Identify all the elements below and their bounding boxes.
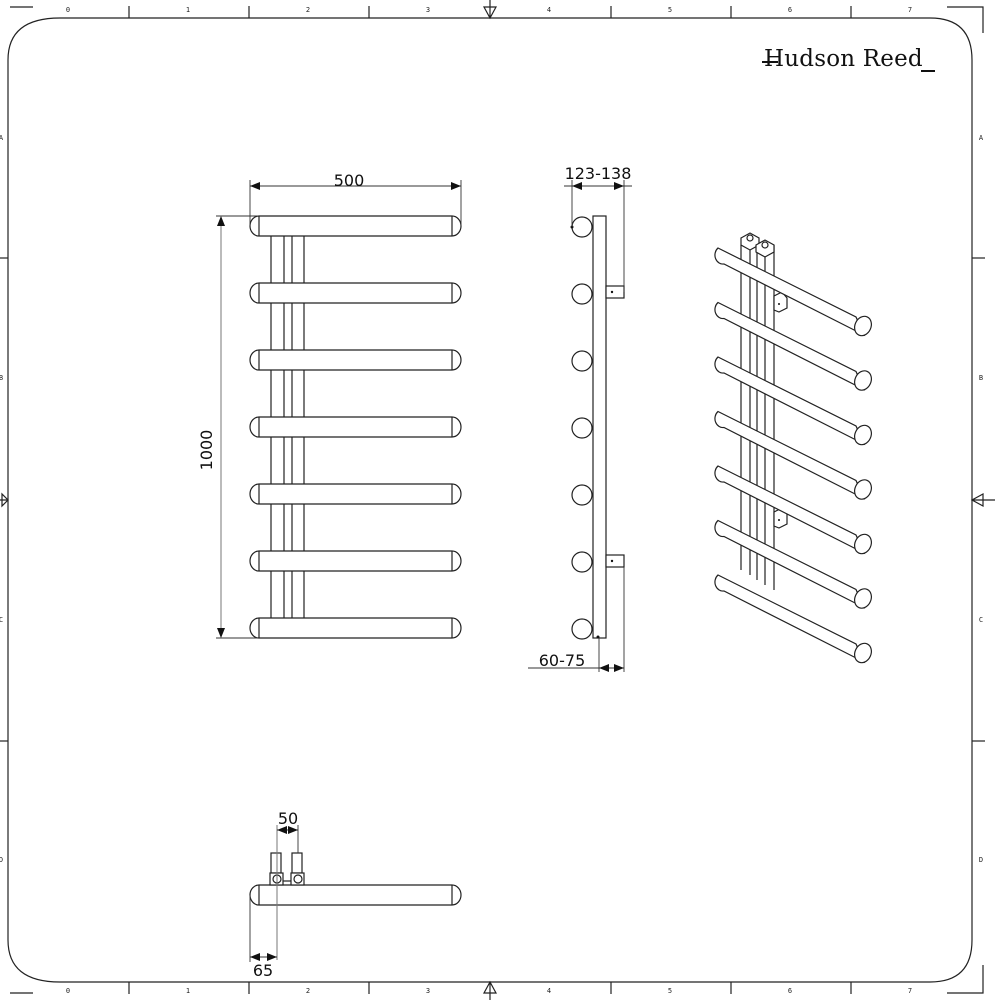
bar-section [571,283,593,305]
column-ticks-bottom: 0 1 2 3 4 5 6 7 [66,982,912,995]
iso-towel-bar [714,301,872,391]
row-label: A [0,134,4,142]
center-mark-bottom-icon [482,980,498,1000]
side-view: 123-138 60-75 [528,164,632,672]
bar-section [571,618,593,640]
column-label: 5 [668,6,672,14]
logo-dash-left [762,61,778,63]
valve-spacing-label: 50 [278,809,298,828]
wall-gap-dimension-label: 60-75 [539,651,586,670]
towel-bar [249,483,462,505]
column-label: 6 [788,6,792,14]
row-label: B [0,374,3,382]
logo-dash-right [920,70,935,72]
width-dimension-label: 500 [334,171,365,190]
bar-section [571,350,593,372]
iso-towel-bar [714,356,872,446]
brand-name: Hudson Reed [764,46,923,72]
column-label: 4 [547,6,551,14]
column-label: 3 [426,6,430,14]
column-label: 7 [908,6,912,14]
column-label: 2 [306,987,310,995]
towel-bar [249,416,462,438]
column-label: 5 [668,987,672,995]
column-label: 3 [426,987,430,995]
center-mark-top-icon [482,0,498,20]
column-label: 0 [66,987,70,995]
column-label: 6 [788,987,792,995]
row-label: C [0,616,3,624]
row-label: B [979,374,983,382]
towel-bar [249,349,462,371]
row-label: D [0,856,3,864]
column-label: 0 [66,6,70,14]
bar-section [571,551,593,573]
column-ticks-top: 0 1 2 3 4 5 6 7 [66,6,912,18]
bar-section [571,417,593,439]
center-mark-right-icon [970,492,995,508]
bar-section [571,484,593,506]
column-label: 7 [908,987,912,995]
iso-towel-bar [714,519,872,609]
depth-dimension-label: 123-138 [565,164,632,183]
column-label: 1 [186,987,190,995]
column-label: 4 [547,987,551,995]
row-label: D [979,856,983,864]
row-ticks: A A B B C C D D [0,134,985,864]
towel-bar [249,215,462,237]
towel-bar [249,550,462,572]
center-mark-left-icon [0,492,9,508]
towel-bar [249,282,462,304]
iso-towel-bar [714,465,872,555]
isometric-view [714,232,872,664]
column-label: 1 [186,6,190,14]
iso-towel-bar [714,574,872,664]
row-label: C [979,616,983,624]
iso-towel-bar [714,247,872,337]
valve-offset-label: 65 [253,961,273,980]
row-label: A [979,134,984,142]
front-view: 500 1000 [197,171,462,639]
towel-bar [249,617,462,639]
brand-logo: Hudson Reed [762,46,935,72]
column-label: 2 [306,6,310,14]
iso-towel-bar [714,410,872,500]
height-dimension-label: 1000 [197,430,216,471]
top-view: 50 65 [249,809,462,980]
bar-section [571,216,593,238]
